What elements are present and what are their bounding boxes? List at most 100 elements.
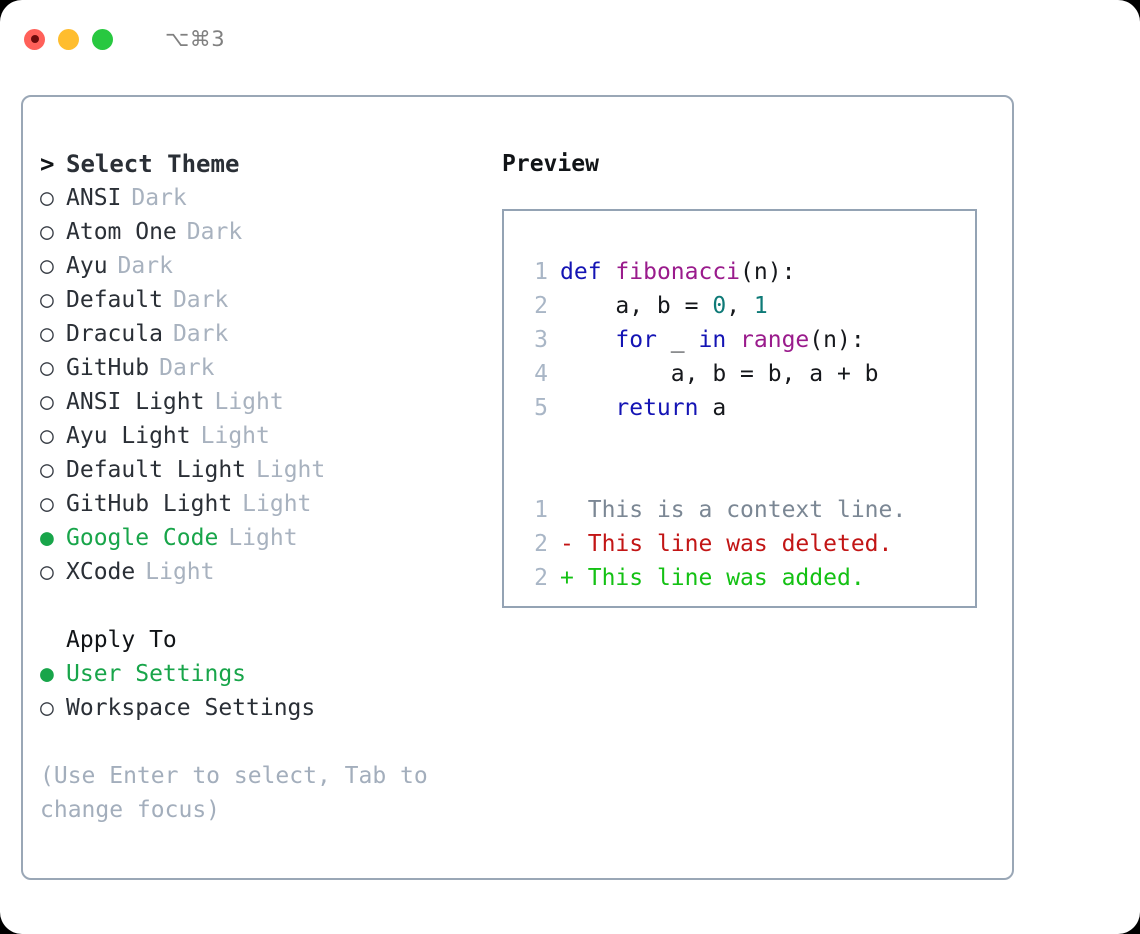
apply-to-header: Apply To (66, 627, 177, 653)
apply-to-option-workspace-settings[interactable]: ○ Workspace Settings (40, 691, 500, 725)
line-number: 5 (534, 395, 548, 421)
theme-variant-tag: Dark (186, 219, 243, 245)
theme-option-ayu-light[interactable]: ○ Ayu Light Light (40, 419, 500, 453)
code-line: 2 a, b = 0, 1 (504, 289, 975, 323)
theme-option-ansi-light[interactable]: ○ ANSI Light Light (40, 385, 500, 419)
code-plain: (n): (809, 327, 865, 353)
radio-unselected-icon: ○ (40, 695, 54, 721)
diff-line-deleted: 2- This line was deleted. (504, 527, 975, 561)
apply-to-label: User Settings (66, 661, 247, 687)
radio-unselected-icon: ○ (40, 491, 54, 517)
code-blank-line (504, 425, 975, 459)
line-number: 1 (534, 259, 548, 285)
theme-label: Default (66, 287, 163, 313)
preview-title: Preview (502, 151, 599, 177)
theme-option-dracula-dark[interactable]: ○ Dracula Dark (40, 317, 500, 351)
code-plain: , (726, 293, 754, 319)
code-plain (560, 327, 615, 353)
section-spacer (40, 589, 500, 623)
theme-label: GitHub (66, 355, 150, 381)
code-plain: a (698, 395, 727, 421)
theme-label: Ayu Light (66, 423, 191, 449)
page-title: Select Theme (66, 150, 240, 178)
theme-label: Google Code (66, 525, 219, 551)
theme-variant-tag: Light (242, 491, 312, 517)
code-number: 1 (753, 293, 768, 319)
code-plain (726, 327, 740, 353)
diff-added-text: This line was added. (587, 565, 865, 591)
theme-label: Dracula (66, 321, 163, 347)
keyboard-shortcut-label: ⌥⌘3 (165, 27, 226, 51)
theme-option-google-code-light[interactable]: ● Google Code Light (40, 521, 500, 555)
title-bar: ⌥⌘3 (0, 0, 1140, 78)
theme-variant-tag: Dark (131, 185, 187, 211)
diff-line-context: 1 This is a context line. (504, 493, 975, 527)
radio-unselected-icon: ○ (40, 457, 54, 483)
theme-variant-tag: Dark (172, 287, 229, 313)
theme-label: Ayu (66, 253, 108, 279)
minimize-button[interactable] (58, 28, 79, 50)
code-keyword: in (698, 327, 727, 353)
code-line: 5 return a (504, 391, 975, 425)
radio-selected-icon: ● (40, 525, 54, 551)
apply-to-label: Workspace Settings (66, 695, 316, 721)
code-plain (560, 395, 615, 421)
diff-line-added: 2 + This line was added. (504, 561, 975, 595)
code-plain: _ (656, 327, 699, 353)
close-button[interactable] (24, 28, 45, 50)
code-keyword: return (615, 395, 699, 421)
theme-label: Default Light (66, 457, 247, 483)
code-plain: a, b = (560, 293, 713, 319)
code-blank-line (504, 459, 975, 493)
prompt-caret-icon: > (40, 150, 55, 178)
select-theme-header: > Select Theme (40, 147, 500, 181)
theme-variant-tag: Dark (159, 355, 215, 381)
keyboard-hint-text: (Use Enter to select, Tab to change focu… (40, 763, 428, 823)
theme-label: ANSI (66, 185, 122, 211)
radio-selected-icon: ● (40, 661, 54, 687)
code-keyword: for (615, 327, 657, 353)
radio-unselected-icon: ○ (40, 185, 54, 211)
theme-variant-tag: Light (214, 389, 284, 415)
code-function-name: range (740, 327, 810, 353)
diff-text (574, 531, 588, 557)
theme-variant-tag: Light (228, 525, 298, 551)
diff-context-text: This is a context line. (587, 497, 907, 523)
line-number: 2 (534, 531, 548, 557)
radio-unselected-icon: ○ (40, 321, 54, 347)
radio-unselected-icon: ○ (40, 423, 54, 449)
radio-unselected-icon: ○ (40, 287, 54, 313)
theme-option-default-dark[interactable]: ○ Default Dark (40, 283, 500, 317)
diff-sign: + (560, 565, 574, 591)
line-number: 4 (534, 361, 548, 387)
code-function-name: fibonacci (615, 259, 741, 285)
theme-option-ansi-dark[interactable]: ○ ANSI Dark (40, 181, 500, 215)
theme-variant-tag: Light (145, 559, 215, 585)
radio-unselected-icon: ○ (40, 389, 54, 415)
diff-sign (560, 497, 574, 523)
apply-to-option-user-settings[interactable]: ● User Settings (40, 657, 500, 691)
line-number: 3 (534, 327, 548, 353)
diff-text (574, 565, 588, 591)
theme-label: ANSI Light (66, 389, 205, 415)
theme-label: XCode (66, 559, 136, 585)
code-plain: (n): (740, 259, 796, 285)
theme-variant-tag: Light (200, 423, 270, 449)
code-line: 3 for _ in range(n): (504, 323, 975, 357)
line-number: 2 (534, 565, 548, 591)
theme-variant-tag: Dark (172, 321, 229, 347)
code-line: 4 a, b = b, a + b (504, 357, 975, 391)
maximize-button[interactable] (92, 28, 113, 50)
